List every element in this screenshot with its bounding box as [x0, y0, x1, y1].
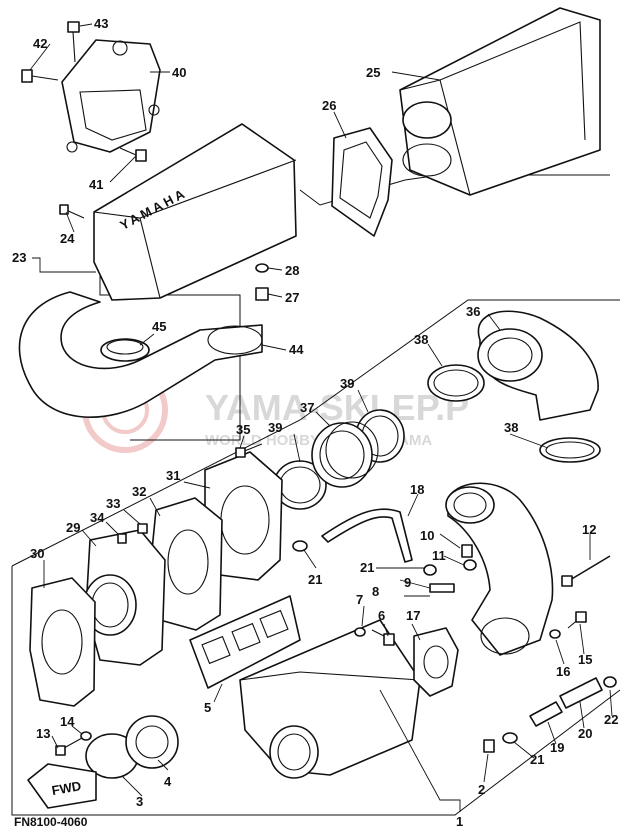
callout-21-lower: 21: [530, 752, 544, 767]
callout-14: 14: [60, 714, 75, 729]
callout-35: 35: [236, 422, 250, 437]
callout-39-lower: 39: [268, 420, 282, 435]
leader-lines: [29, 23, 613, 812]
part-37-hose: [311, 421, 379, 488]
part-7-washer: [354, 627, 366, 637]
part-43-bolt: [67, 21, 80, 63]
lower-elbow: [445, 482, 554, 656]
part-44-pipe: [18, 291, 263, 418]
callout-37: 37: [300, 400, 314, 415]
callout-18: 18: [410, 482, 424, 497]
callout-26: 26: [322, 98, 336, 113]
part-17-gasket: [413, 627, 459, 697]
part-36-elbow: [477, 310, 599, 421]
callout-4: 4: [164, 774, 172, 789]
callout-21-left: 21: [308, 572, 322, 587]
part-18-hose: [321, 508, 413, 563]
callout-36: 36: [466, 304, 480, 319]
part-45-clamp: [100, 338, 150, 362]
callout-10: 10: [420, 528, 434, 543]
part-6-bolt: [371, 629, 395, 646]
callout-45: 45: [152, 319, 166, 334]
callout-20: 20: [578, 726, 592, 741]
callout-27: 27: [285, 290, 299, 305]
part-34-bolt: [117, 533, 127, 544]
part-26-gasket: [331, 127, 393, 237]
callout-11: 11: [432, 548, 446, 563]
callout-6: 6: [378, 608, 385, 623]
callout-16: 16: [556, 664, 570, 679]
callout-13: 13: [36, 726, 50, 741]
callout-19: 19: [550, 740, 564, 755]
part-5-gasket: [189, 595, 301, 689]
callout-15: 15: [578, 652, 592, 667]
part-1-manifold: [239, 619, 421, 779]
part-2-bolt: [483, 739, 495, 753]
part-30-gasket: [29, 577, 96, 707]
callout-40: 40: [172, 65, 186, 80]
callout-32: 32: [132, 484, 146, 499]
callout-22: 22: [604, 712, 618, 727]
part-29-pipe: [83, 529, 166, 666]
part-4-gasket: [125, 715, 179, 769]
callout-8: 8: [372, 584, 379, 599]
part-15-bolt: [567, 611, 587, 629]
callout-5: 5: [204, 700, 211, 715]
callout-43: 43: [94, 16, 108, 31]
callout-29: 29: [66, 520, 80, 535]
part-25-silencer: [399, 7, 601, 196]
part-24-screw: [59, 204, 85, 219]
callout-39-upper: 39: [340, 376, 354, 391]
callout-7: 7: [356, 592, 363, 607]
part-41-bolt: [119, 147, 147, 162]
callout-2: 2: [478, 782, 485, 797]
callout-1: 1: [456, 814, 463, 829]
part-12-bolt: [561, 555, 611, 587]
part-11-fitting: [463, 559, 477, 571]
part-21-clamp-mid: [423, 564, 437, 576]
part-28-washer: [255, 263, 269, 273]
part-35-bolt: [235, 443, 263, 458]
callout-23: 23: [12, 250, 26, 265]
part-21-clamp-lower: [502, 732, 518, 744]
part-20-hose: [559, 677, 603, 709]
callout-12: 12: [582, 522, 596, 537]
part-33-bolt: [137, 523, 148, 534]
figure-code: FN8100-4060: [14, 815, 88, 829]
callout-31: 31: [166, 468, 180, 483]
part-38-clamp-lower: [539, 437, 601, 463]
part-23-muffler: YAMAHA: [93, 123, 297, 301]
callout-24: 24: [60, 231, 75, 246]
part-10-fitting: [461, 544, 473, 558]
part-14-washer: [80, 731, 92, 741]
callout-28: 28: [285, 263, 299, 278]
callout-17: 17: [406, 608, 420, 623]
callout-9: 9: [404, 575, 411, 590]
part-42-bolt: [21, 69, 59, 83]
part-13-bolt: [55, 737, 83, 756]
callout-42: 42: [33, 36, 47, 51]
part-22-clamp: [603, 676, 617, 688]
callout-44: 44: [289, 342, 304, 357]
callout-labels: 42 43 40 41 24 23 25 26 28 27 45 44 36 3…: [12, 16, 618, 829]
callout-41: 41: [89, 177, 103, 192]
part-16-washer: [549, 629, 561, 639]
part-40-bracket: [61, 39, 161, 153]
fwd-arrow-tag: FWD: [27, 763, 97, 809]
callout-38-upper: 38: [414, 332, 428, 347]
part-19-hose: [529, 701, 563, 727]
callout-25: 25: [366, 65, 380, 80]
fwd-label: FWD: [51, 778, 83, 798]
callout-3: 3: [136, 794, 143, 809]
part-9-nipple: [429, 583, 455, 593]
callout-34: 34: [90, 510, 105, 525]
part-38-clamp-upper: [427, 364, 485, 402]
callout-21-mid: 21: [360, 560, 374, 575]
callout-38-lower: 38: [504, 420, 518, 435]
part-27-bolt: [255, 287, 269, 301]
callout-33: 33: [106, 496, 120, 511]
part-21-clamp-left: [292, 540, 308, 552]
callout-30: 30: [30, 546, 44, 561]
